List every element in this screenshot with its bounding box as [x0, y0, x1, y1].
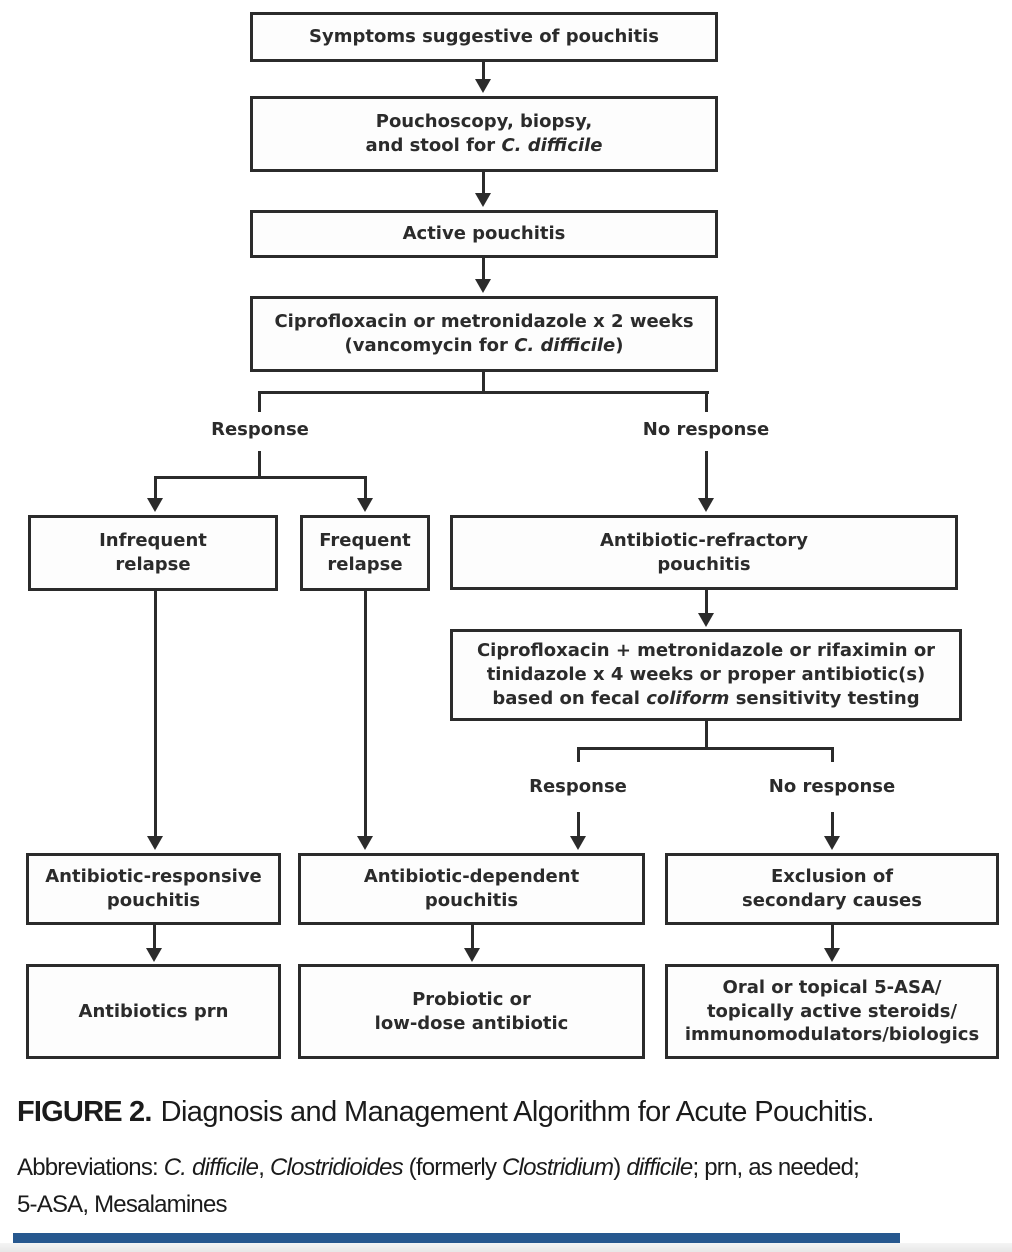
arrow-line [830, 925, 834, 948]
flow-box-cipro4wk: Ciprofloxacin + metronidazole or rifaxim… [450, 629, 962, 721]
box-text-line: (vancomycin for C. difficile) [344, 335, 624, 356]
branch-label-response2: Response [529, 776, 627, 797]
flow-box-symptoms: Symptoms suggestive of pouchitis [250, 12, 718, 62]
flow-box-pouchoscopy: Pouchoscopy, biopsy,and stool for C. dif… [250, 96, 718, 172]
arrow-line [470, 925, 474, 948]
branch-label-response1: Response [211, 419, 309, 440]
box-text-line: secondary causes [742, 890, 922, 911]
box-text-line: Pouchoscopy, biopsy, [375, 111, 593, 133]
flow-box-cipro2wk: Ciprofloxacin or metronidazole x 2 weeks… [250, 296, 718, 372]
figure-caption-text: Diagnosis and Management Algorithm for A… [160, 1096, 875, 1128]
page-bottom-strip [0, 1243, 1012, 1252]
connector-line [257, 451, 261, 477]
arrow-line [481, 258, 485, 279]
box-text-line: Probiotic or [412, 988, 531, 1010]
footer-accent-bar [13, 1233, 900, 1243]
arrow-line [152, 925, 156, 948]
box-text-line: immunomodulators/biologics [684, 1024, 980, 1046]
box-text-line: Antibiotic-refractory [599, 529, 809, 551]
box-text-line: Antibiotic-dependent [363, 866, 580, 888]
box-text-line: Antibiotics prn [78, 1000, 229, 1022]
connector-line [576, 748, 580, 762]
box-text-line: pouchitis [657, 553, 751, 575]
branch-label-noresponse1: No response [642, 419, 770, 440]
connector-line [258, 390, 709, 394]
box-text-line: relapse [327, 554, 403, 575]
arrowhead-down-icon [475, 193, 491, 207]
arrow-line [576, 812, 580, 836]
box-text-line: Exclusion of [770, 866, 894, 888]
flow-box-active: Active pouchitis [250, 210, 718, 258]
box-text-line: Frequent [319, 530, 411, 552]
box-text-line: based on fecal coliform sensitivity test… [492, 687, 920, 709]
arrow-line [363, 477, 367, 498]
arrow-line [153, 591, 157, 836]
arrowhead-down-icon [464, 948, 480, 962]
box-text-line: Antibiotic-responsive [45, 866, 262, 888]
arrow-line [704, 451, 708, 498]
arrowhead-down-icon [570, 836, 586, 850]
arrow-line [481, 172, 485, 193]
box-text-line: Symptoms suggestive of pouchitis [309, 26, 659, 48]
arrowhead-down-icon [824, 836, 840, 850]
box-text-line: Ciprofloxacin or metronidazole x 2 weeks [274, 311, 694, 333]
box-text-line: and stool for C. difficile [365, 135, 603, 156]
box-text-line: Infrequent [99, 530, 207, 552]
arrowhead-down-icon [475, 79, 491, 93]
arrowhead-down-icon [698, 498, 714, 512]
arrowhead-down-icon [147, 836, 163, 850]
arrow-line [363, 591, 367, 836]
arrowhead-down-icon [147, 498, 163, 512]
connector-line [704, 392, 708, 412]
arrowhead-down-icon [146, 948, 162, 962]
box-text-line: Active pouchitis [402, 223, 566, 245]
flow-box-oral5asa: Oral or topical 5-ASA/topically active s… [665, 964, 999, 1059]
branch-label-noresponse2: No response [768, 776, 896, 797]
connector-line [704, 721, 708, 748]
box-text-line: pouchitis [106, 890, 201, 911]
arrowhead-down-icon [698, 613, 714, 627]
figure-caption: FIGURE 2.Diagnosis and Management Algori… [17, 1096, 987, 1129]
box-text-line: tinidazole x 4 weeks or proper antibioti… [486, 664, 926, 686]
box-text-line: pouchitis [424, 890, 519, 911]
box-text-line: relapse [115, 554, 191, 575]
connector-line [257, 392, 261, 412]
figure-number: FIGURE 2. [17, 1096, 152, 1128]
connector-line [577, 746, 834, 750]
connector-line [154, 475, 367, 479]
arrowhead-down-icon [357, 498, 373, 512]
arrowhead-down-icon [475, 279, 491, 293]
box-text-line: Ciprofloxacin + metronidazole or rifaxim… [476, 640, 936, 662]
box-text-line: low-dose antibiotic [374, 1012, 569, 1034]
abbreviations-note: Abbreviations: C. difficile, Clostridioi… [17, 1154, 860, 1219]
arrowhead-down-icon [824, 948, 840, 962]
arrowhead-down-icon [357, 836, 373, 850]
arrow-line [153, 477, 157, 498]
box-text-line: Oral or topical 5-ASA/ [722, 976, 942, 998]
arrow-line [830, 812, 834, 836]
box-text-line: topically active steroids/ [706, 1000, 958, 1022]
flow-box-antibioticsprn: Antibiotics prn [26, 964, 281, 1059]
connector-line [481, 370, 485, 392]
connector-line [830, 748, 834, 762]
arrow-line [481, 62, 485, 79]
arrow-line [704, 590, 708, 613]
